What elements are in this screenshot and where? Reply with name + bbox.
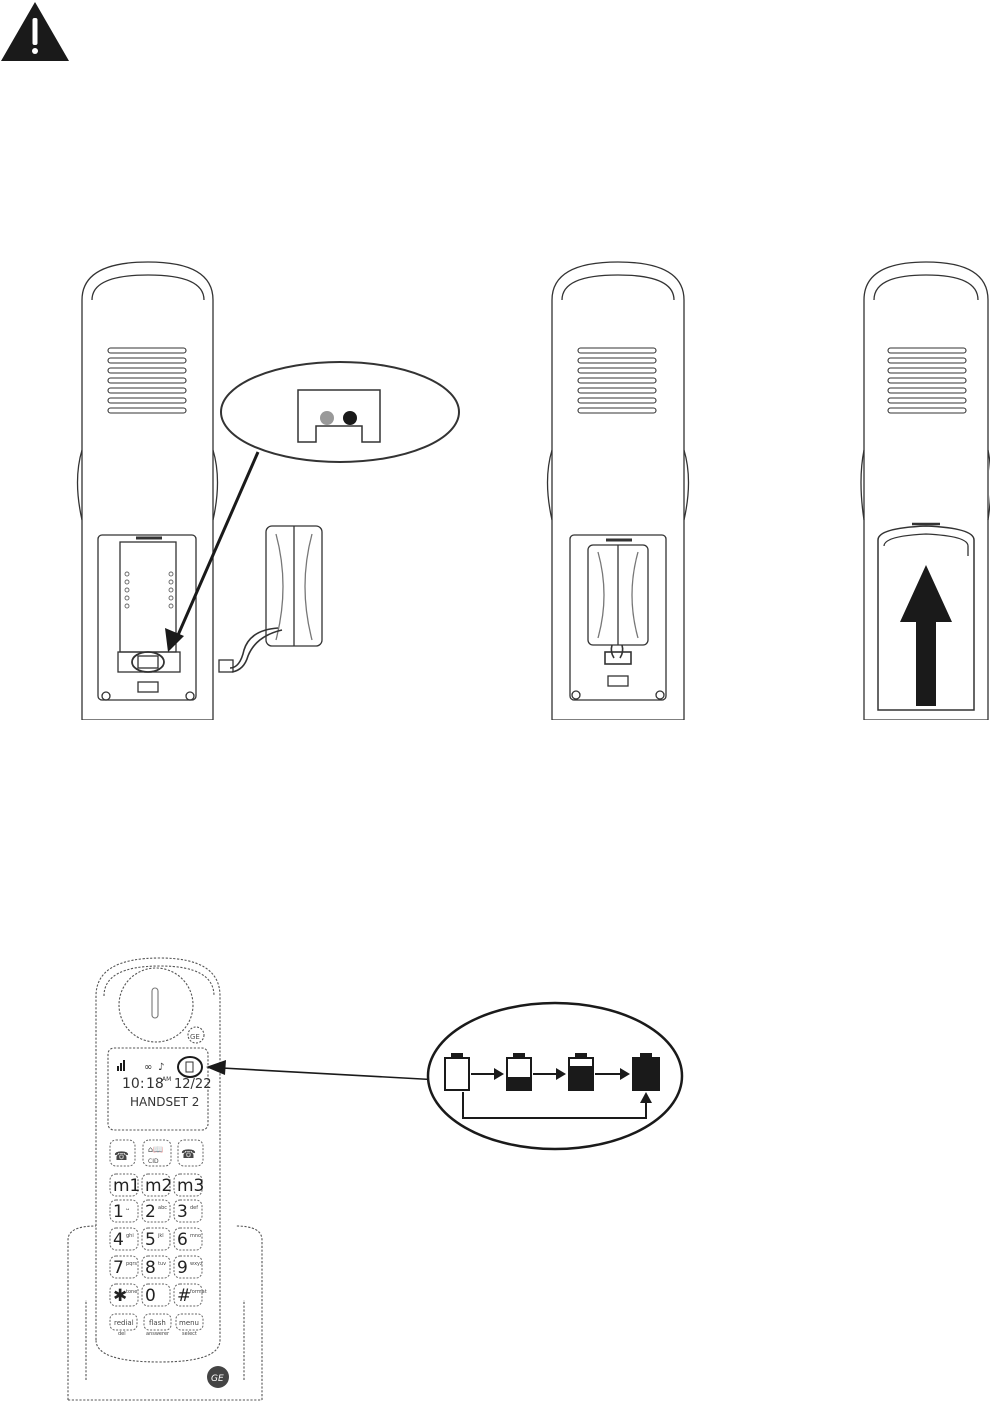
keypad-key-sublabel: ␣ xyxy=(126,1205,129,1211)
connector-black-pin xyxy=(343,411,357,425)
connector-red-pin xyxy=(320,411,334,425)
keypad-key-label: m3 xyxy=(177,1176,204,1196)
off-hook-icon: ☎ xyxy=(181,1147,196,1161)
flash-label: flash xyxy=(149,1319,166,1327)
battery-full-icon xyxy=(633,1053,659,1090)
warning-triangle-icon xyxy=(0,0,72,64)
keypad-key-sublabel: jkl xyxy=(157,1233,164,1239)
handset-ge-logo: GE xyxy=(190,1033,200,1041)
menu-label: menu xyxy=(179,1319,199,1327)
speaker-phone-icon: ☎ xyxy=(114,1149,129,1163)
keypad-key-sublabel: tone xyxy=(126,1289,137,1295)
handset-back-battery-installed xyxy=(548,262,689,720)
menu-sub-label: select xyxy=(182,1331,197,1337)
lcd-time-ampm: AM xyxy=(162,1076,171,1083)
phonebook-icon: ⌂📖 xyxy=(148,1145,163,1154)
battery-empty-icon xyxy=(445,1053,469,1090)
keypad-key-label: 7 xyxy=(113,1258,124,1278)
battery-one-third-icon xyxy=(507,1053,531,1090)
lcd-time-hours: 10: xyxy=(122,1076,145,1092)
handset-back-cover-closed xyxy=(861,262,990,720)
keypad-key-sublabel: tuv xyxy=(158,1261,166,1267)
redial-label: redial xyxy=(114,1319,134,1327)
voicemail-icon: ∞ xyxy=(144,1062,152,1073)
ringer-off-icon: ♪ xyxy=(158,1062,164,1073)
flash-sub-label: answerer xyxy=(146,1331,170,1337)
keypad-key-sublabel: def xyxy=(190,1205,198,1211)
keypad-key-sublabel: mno xyxy=(190,1233,201,1239)
lcd-date: 12/22 xyxy=(174,1077,211,1092)
handset-charger-diagram: GE ∞ ♪ 10: 1 8 AM 12/22 HANDSET 2 xyxy=(0,950,990,1409)
battery-pack xyxy=(219,526,322,672)
keypad-key-label: 9 xyxy=(177,1258,188,1278)
keypad-key-label: 6 xyxy=(177,1230,188,1250)
lcd-handset-name: HANDSET 2 xyxy=(130,1095,199,1109)
keypad-key-label: 5 xyxy=(145,1230,156,1250)
handset-back-open xyxy=(78,262,218,720)
keypad-key-sublabel: abc xyxy=(158,1205,167,1211)
keypad-key-label: m1 xyxy=(113,1176,140,1196)
keypad-key-label: 3 xyxy=(177,1202,188,1222)
keypad-key-label: 4 xyxy=(113,1230,124,1250)
keypad-key-label: 8 xyxy=(145,1258,156,1278)
keypad-key-label: m2 xyxy=(145,1176,172,1196)
battery-charging-cycle-callout xyxy=(428,1003,682,1149)
keypad-key-sublabel: pqrs xyxy=(126,1261,137,1267)
keypad-key-label: 1 xyxy=(113,1202,124,1222)
keypad-key-sublabel: wxyz xyxy=(190,1261,203,1267)
keypad-key-sublabel: ghi xyxy=(126,1233,134,1239)
base-logo-text: GE xyxy=(211,1374,224,1384)
keypad-key-label: 2 xyxy=(145,1202,156,1222)
battery-installation-diagram xyxy=(0,240,990,720)
battery-two-thirds-icon xyxy=(569,1053,593,1090)
keypad-key-sublabel: format xyxy=(190,1289,207,1295)
keypad-key-label: 0 xyxy=(145,1286,156,1306)
cid-label: CID xyxy=(148,1158,159,1165)
redial-sub-label: del xyxy=(118,1331,126,1337)
